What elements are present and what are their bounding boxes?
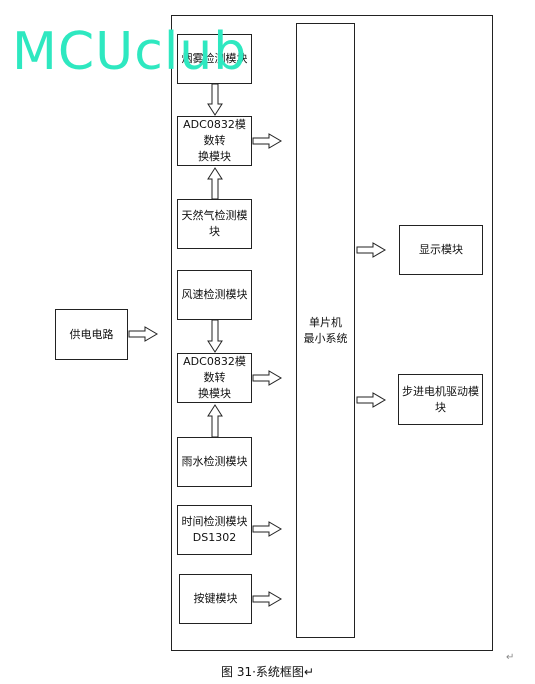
- arrow-power-to-system: [128, 326, 158, 342]
- power-supply-circuit: 供电电路: [55, 309, 128, 360]
- arrow-smoke-to-adc1: [207, 83, 223, 116]
- arrow-mcu-to-display: [356, 242, 386, 258]
- arrow-gas-to-adc1: [207, 167, 223, 200]
- arrow-wind-to-adc2: [207, 319, 223, 353]
- edit-mark: ↵: [506, 652, 515, 663]
- display-module: 显示模块: [399, 225, 483, 275]
- arrow-adc1-to-mcu: [252, 133, 282, 149]
- stepper-motor-driver-module: 步进电机驱动模块: [398, 374, 483, 425]
- wind-speed-module: 风速检测模块: [177, 270, 252, 320]
- system-boundary: [171, 15, 493, 651]
- time-module-ds1302: 时间检测模块 DS1302: [177, 505, 252, 555]
- adc0832-module-1: ADC0832模数转 换模块: [177, 116, 252, 166]
- mcu-minimum-system: 单片机 最小系统: [296, 23, 355, 638]
- arrow-mcu-to-motor: [356, 392, 386, 408]
- arrow-time-to-mcu: [252, 521, 282, 537]
- arrow-keys-to-mcu: [252, 591, 282, 607]
- adc0832-module-2: ADC0832模数转 换模块: [177, 353, 252, 403]
- rain-detection-module: 雨水检测模块: [177, 437, 252, 487]
- gas-detection-module: 天然气检测模块: [177, 199, 252, 249]
- arrow-rain-to-adc2: [207, 404, 223, 438]
- arrow-adc2-to-mcu: [252, 370, 282, 386]
- figure-caption: 图 31·系统框图↵: [221, 665, 314, 679]
- key-module: 按键模块: [179, 574, 252, 624]
